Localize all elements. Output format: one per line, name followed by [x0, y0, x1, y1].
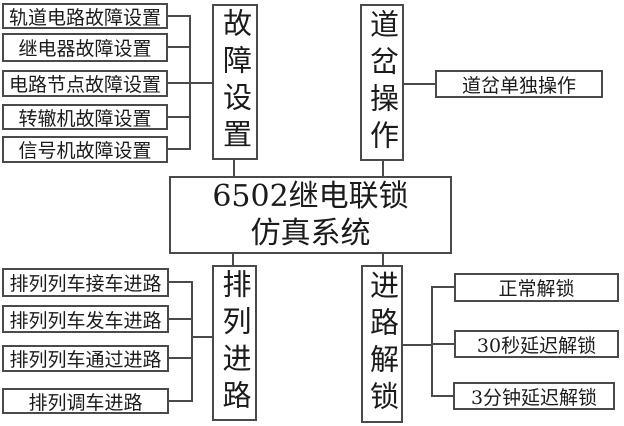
center-system-line1: 6502继电联锁	[212, 179, 409, 214]
fault-group-box: 故障设置	[212, 4, 258, 160]
unlock-group-box: 进路解锁	[361, 265, 403, 423]
route-group-box: 排列进路	[212, 265, 257, 421]
route-item-through: 排列列车通过进路	[2, 345, 169, 372]
unlock-item-30s-delay: 30秒延迟解锁	[454, 330, 619, 358]
unlock-item-3min-delay: 3分钟延迟解锁	[453, 382, 615, 410]
unlock-item-normal: 正常解锁	[454, 273, 619, 302]
fault-item-relay: 继电器故障设置	[2, 33, 168, 62]
fault-item-track-circuit: 轨道电路故障设置	[2, 3, 168, 29]
center-system-line2: 仿真系统	[250, 216, 371, 251]
route-item-shunting: 排列调车进路	[2, 388, 169, 414]
route-item-departure: 排列列车发车进路	[2, 305, 169, 333]
switch-group-box: 道岔操作	[360, 4, 404, 161]
route-item-receiving: 排列列车接车进路	[2, 268, 169, 297]
fault-item-signal: 信号机故障设置	[2, 136, 168, 163]
fault-item-circuit-node: 电路节点故障设置	[2, 70, 168, 97]
fault-item-switch-machine: 转辙机故障设置	[2, 104, 168, 130]
center-system-box: 6502继电联锁 仿真系统	[169, 176, 452, 254]
switch-item-individual: 道岔单独操作	[435, 70, 603, 98]
